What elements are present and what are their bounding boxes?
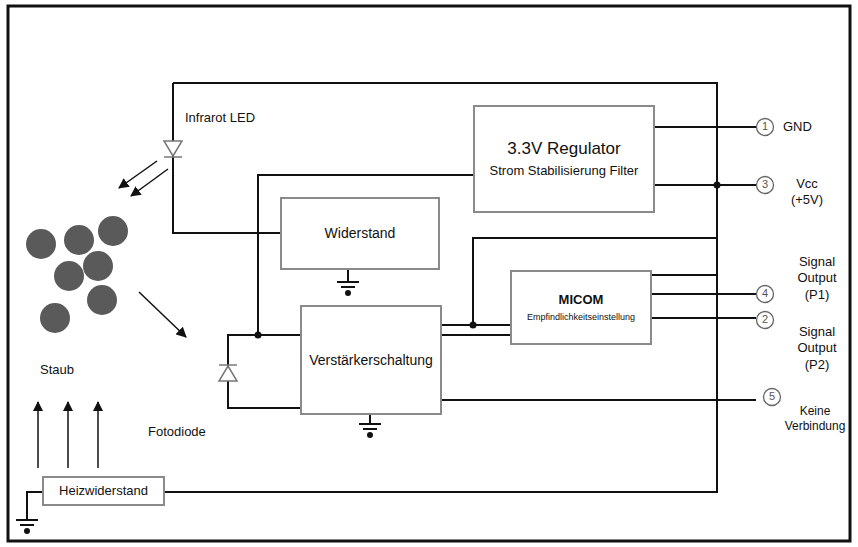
dust-particles — [26, 216, 128, 333]
pin-number: 3 — [762, 178, 768, 192]
heater-box: Heizwiderstand — [42, 476, 165, 506]
signal-wire — [442, 324, 510, 326]
component-label: Staub — [40, 362, 74, 378]
pin-number: 5 — [769, 390, 775, 404]
regulator-box: 3.3V RegulatorStrom Stabilisierung Filte… — [473, 105, 655, 213]
p2-wire — [647, 317, 756, 319]
component-label: Fotodiode — [148, 424, 206, 440]
light-arrows — [38, 161, 186, 468]
box-title: Widerstand — [325, 225, 396, 242]
infrared-led-symbol — [164, 141, 182, 157]
pin-number: 4 — [762, 287, 768, 301]
box-subtitle: Strom Stabilisierung Filter — [490, 163, 639, 179]
outer-frame — [8, 6, 850, 541]
supply-frame-wire — [160, 83, 717, 492]
vcc-wire — [650, 184, 756, 186]
pin-circles — [757, 119, 781, 406]
p1-wire — [647, 293, 756, 295]
box-title: Heizwiderstand — [59, 483, 148, 499]
pin-name: Signal Output (P2) — [788, 324, 846, 373]
wires — [27, 83, 756, 520]
pin-name: Keine Verbindung — [783, 404, 847, 434]
box-title: Verstärkerschaltung — [309, 352, 433, 369]
box-title: MICOM — [559, 292, 604, 308]
pin-name: Signal Output (P1) — [788, 254, 846, 303]
resistor-box: Widerstand — [280, 197, 440, 270]
gnd-wire — [650, 126, 756, 128]
photodiode-wire — [228, 335, 305, 408]
micom-box: MICOM Empfindlichkeitseinstellung — [510, 270, 652, 345]
amplifier-box: Verstärkerschaltung — [300, 305, 442, 415]
photodiode-symbol — [219, 365, 237, 381]
nc-wire — [437, 399, 756, 401]
box-title: 3.3V Regulator — [507, 139, 620, 159]
component-label: Infrarot LED — [185, 110, 255, 126]
pin-number: 2 — [762, 313, 768, 327]
box-subtitle: Empfindlichkeitseinstellung — [527, 312, 635, 323]
micom-supply-wire — [647, 274, 717, 276]
led-wire — [173, 83, 285, 233]
pin-name: Vcc (+5V) — [784, 176, 830, 209]
pin-number: 1 — [762, 120, 768, 134]
pin-name: GND — [783, 119, 812, 135]
signal-wire — [442, 334, 510, 336]
